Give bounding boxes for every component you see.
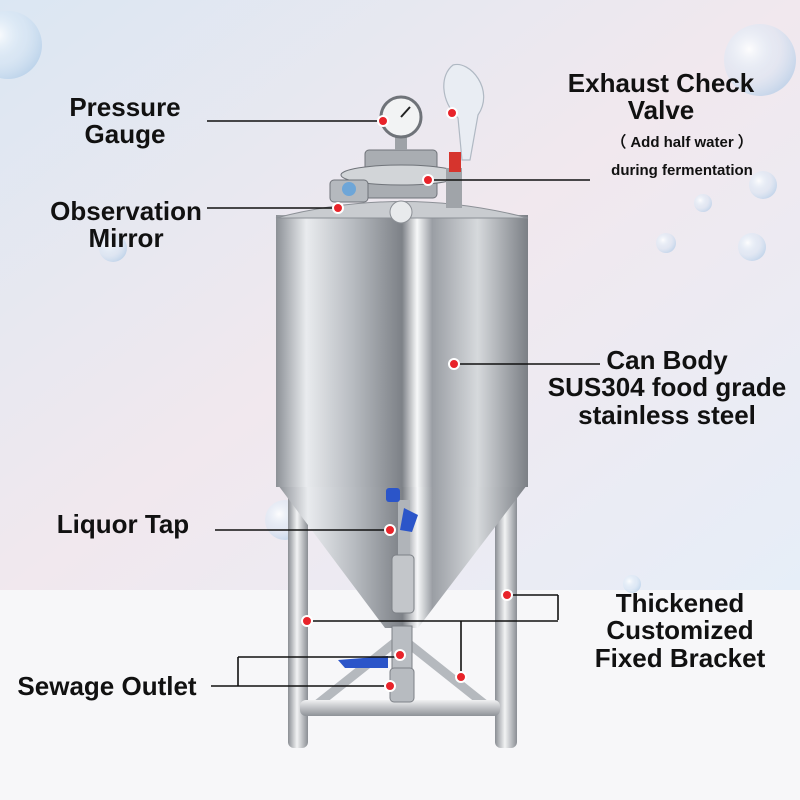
label-liquor-tap: Liquor Tap	[56, 509, 190, 539]
marker-can-body	[448, 358, 460, 370]
leader-lines	[207, 120, 600, 687]
support-legs	[288, 470, 517, 748]
callout-markers	[301, 107, 513, 692]
marker-sewage-bottom	[384, 680, 396, 692]
tank-body	[276, 215, 528, 487]
label-pressure-gauge: Pressure Gauge	[69, 92, 181, 150]
label-can-body: Can Body SUS304 food grade stainless ste…	[547, 345, 787, 430]
liquor-tap	[386, 488, 418, 614]
label-sewage-outlet: Sewage Outlet	[17, 671, 197, 701]
marker-sewage-top	[394, 649, 406, 661]
marker-bracket-brace	[455, 671, 467, 683]
label-observation-mirror: Observation Mirror	[50, 196, 202, 254]
label-exhaust-note: （ Add half water ） during fermentation	[611, 134, 753, 179]
top-fittings	[329, 63, 485, 224]
marker-bracket-left	[301, 615, 313, 627]
marker-pressure-gauge	[377, 115, 389, 127]
marker-observation-mirror	[332, 202, 344, 214]
marker-liquor-tap	[384, 524, 396, 536]
marker-bracket-right	[501, 589, 513, 601]
label-fixed-bracket: Thickened Customized Fixed Bracket	[594, 588, 766, 673]
marker-exhaust-valve	[422, 174, 434, 186]
marker-exhaust-valve-top	[446, 107, 458, 119]
cone-outlet-pipe	[391, 625, 413, 671]
label-exhaust-check-valve: Exhaust Check Valve	[567, 68, 755, 126]
